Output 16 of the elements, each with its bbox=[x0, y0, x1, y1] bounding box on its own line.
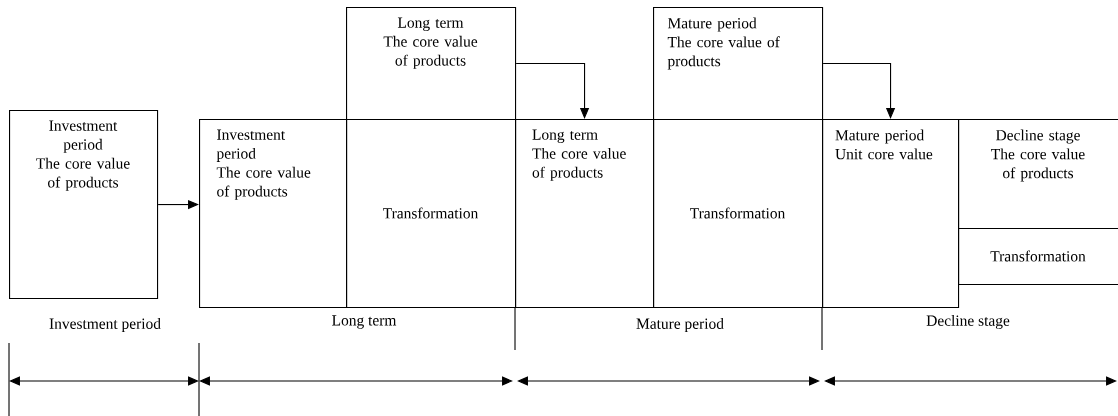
text-cell: Transformation bbox=[958, 228, 1118, 286]
stage-label: Mature period bbox=[636, 318, 724, 332]
arrow bbox=[822, 63, 896, 119]
stage-label: Decline stage bbox=[926, 315, 1010, 329]
text-cell: Decline stage The core value of products bbox=[958, 119, 1118, 230]
stage-label: Long term bbox=[332, 315, 397, 329]
arrow bbox=[515, 63, 590, 119]
text-box: Long term The core value of products bbox=[346, 7, 517, 121]
text-cell: Investment period The core value of products bbox=[199, 119, 348, 309]
text-box: Mature period The core value of products bbox=[653, 7, 824, 121]
text-cell: Transformation bbox=[346, 119, 517, 309]
text-cell: Mature period Unit core value bbox=[822, 119, 960, 309]
text-cell: Long term The core value of products bbox=[515, 119, 655, 309]
text-box: Investment period The core value of products bbox=[9, 110, 159, 300]
stage-label: Investment period bbox=[49, 318, 161, 332]
text-cell: Transformation bbox=[653, 119, 824, 309]
